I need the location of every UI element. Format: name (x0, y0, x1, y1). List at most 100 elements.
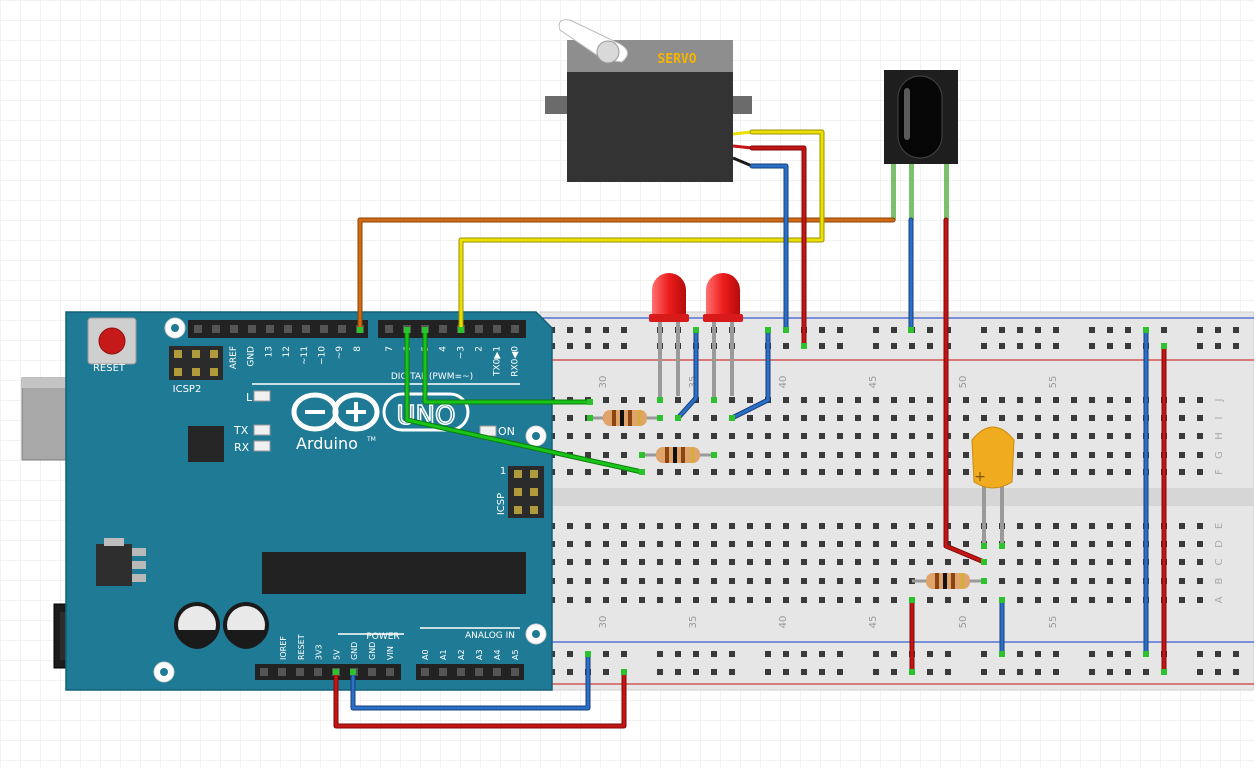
rail-hole[interactable] (1053, 327, 1059, 333)
terminal-hole[interactable] (1035, 415, 1041, 421)
rail-hole[interactable] (999, 327, 1005, 333)
terminal-hole[interactable] (1035, 597, 1041, 603)
rail-hole[interactable] (711, 669, 717, 675)
terminal-hole[interactable] (873, 597, 879, 603)
rail-hole[interactable] (1017, 343, 1023, 349)
terminal-hole[interactable] (1179, 415, 1185, 421)
terminal-hole[interactable] (747, 559, 753, 565)
terminal-hole[interactable] (747, 452, 753, 458)
rail-hole[interactable] (891, 651, 897, 657)
terminal-hole[interactable] (819, 469, 825, 475)
terminal-hole[interactable] (1125, 452, 1131, 458)
terminal-hole[interactable] (711, 469, 717, 475)
header-pin[interactable] (284, 325, 292, 333)
terminal-hole[interactable] (639, 397, 645, 403)
terminal-hole[interactable] (729, 469, 735, 475)
terminal-hole[interactable] (729, 597, 735, 603)
terminal-hole[interactable] (657, 559, 663, 565)
terminal-hole[interactable] (1071, 523, 1077, 529)
terminal-hole[interactable] (927, 597, 933, 603)
rail-hole[interactable] (1233, 669, 1239, 675)
terminal-hole[interactable] (585, 559, 591, 565)
rail-hole[interactable] (891, 669, 897, 675)
terminal-hole[interactable] (801, 415, 807, 421)
terminal-hole[interactable] (1197, 433, 1203, 439)
icsp2-pin[interactable] (192, 368, 200, 376)
terminal-hole[interactable] (765, 523, 771, 529)
header-pin[interactable] (320, 325, 328, 333)
rail-hole[interactable] (1143, 669, 1149, 675)
terminal-hole[interactable] (1035, 469, 1041, 475)
terminal-hole[interactable] (1107, 452, 1113, 458)
rail-hole[interactable] (927, 651, 933, 657)
terminal-hole[interactable] (891, 578, 897, 584)
terminal-hole[interactable] (1107, 559, 1113, 565)
terminal-hole[interactable] (747, 415, 753, 421)
terminal-hole[interactable] (585, 597, 591, 603)
rail-hole[interactable] (837, 669, 843, 675)
rail-hole[interactable] (567, 327, 573, 333)
terminal-hole[interactable] (1125, 541, 1131, 547)
terminal-hole[interactable] (909, 397, 915, 403)
terminal-hole[interactable] (1035, 578, 1041, 584)
terminal-hole[interactable] (801, 469, 807, 475)
terminal-hole[interactable] (765, 597, 771, 603)
rail-hole[interactable] (1215, 651, 1221, 657)
terminal-hole[interactable] (873, 397, 879, 403)
terminal-hole[interactable] (603, 578, 609, 584)
terminal-hole[interactable] (927, 541, 933, 547)
rail-hole[interactable] (801, 669, 807, 675)
terminal-hole[interactable] (567, 433, 573, 439)
terminal-hole[interactable] (909, 433, 915, 439)
terminal-hole[interactable] (711, 523, 717, 529)
terminal-hole[interactable] (657, 433, 663, 439)
terminal-hole[interactable] (711, 559, 717, 565)
terminal-hole[interactable] (729, 523, 735, 529)
header-pin[interactable] (386, 668, 394, 676)
terminal-hole[interactable] (711, 578, 717, 584)
rail-hole[interactable] (981, 669, 987, 675)
terminal-hole[interactable] (675, 578, 681, 584)
terminal-hole[interactable] (1125, 578, 1131, 584)
terminal-hole[interactable] (603, 433, 609, 439)
terminal-hole[interactable] (873, 469, 879, 475)
terminal-hole[interactable] (1197, 541, 1203, 547)
rail-hole[interactable] (1017, 669, 1023, 675)
rail-hole[interactable] (819, 669, 825, 675)
header-pin[interactable] (278, 668, 286, 676)
terminal-hole[interactable] (855, 559, 861, 565)
terminal-hole[interactable] (729, 578, 735, 584)
terminal-hole[interactable] (1197, 559, 1203, 565)
terminal-hole[interactable] (783, 397, 789, 403)
terminal-hole[interactable] (873, 452, 879, 458)
terminal-hole[interactable] (1071, 559, 1077, 565)
rail-hole[interactable] (1089, 651, 1095, 657)
terminal-hole[interactable] (603, 597, 609, 603)
terminal-hole[interactable] (783, 541, 789, 547)
terminal-hole[interactable] (819, 397, 825, 403)
terminal-hole[interactable] (1017, 433, 1023, 439)
terminal-hole[interactable] (747, 469, 753, 475)
terminal-hole[interactable] (1179, 433, 1185, 439)
terminal-hole[interactable] (1071, 541, 1077, 547)
terminal-hole[interactable] (891, 452, 897, 458)
terminal-hole[interactable] (567, 541, 573, 547)
terminal-hole[interactable] (675, 397, 681, 403)
terminal-hole[interactable] (801, 397, 807, 403)
terminal-hole[interactable] (801, 433, 807, 439)
terminal-hole[interactable] (621, 578, 627, 584)
terminal-hole[interactable] (1035, 541, 1041, 547)
rail-hole[interactable] (585, 327, 591, 333)
rail-hole[interactable] (1125, 651, 1131, 657)
rail-hole[interactable] (585, 343, 591, 349)
header-pin[interactable] (266, 325, 274, 333)
terminal-hole[interactable] (909, 523, 915, 529)
terminal-hole[interactable] (1197, 597, 1203, 603)
terminal-hole[interactable] (1197, 452, 1203, 458)
terminal-hole[interactable] (603, 452, 609, 458)
terminal-hole[interactable] (1107, 397, 1113, 403)
rail-hole[interactable] (711, 651, 717, 657)
rail-hole[interactable] (729, 651, 735, 657)
terminal-hole[interactable] (693, 541, 699, 547)
terminal-hole[interactable] (963, 597, 969, 603)
